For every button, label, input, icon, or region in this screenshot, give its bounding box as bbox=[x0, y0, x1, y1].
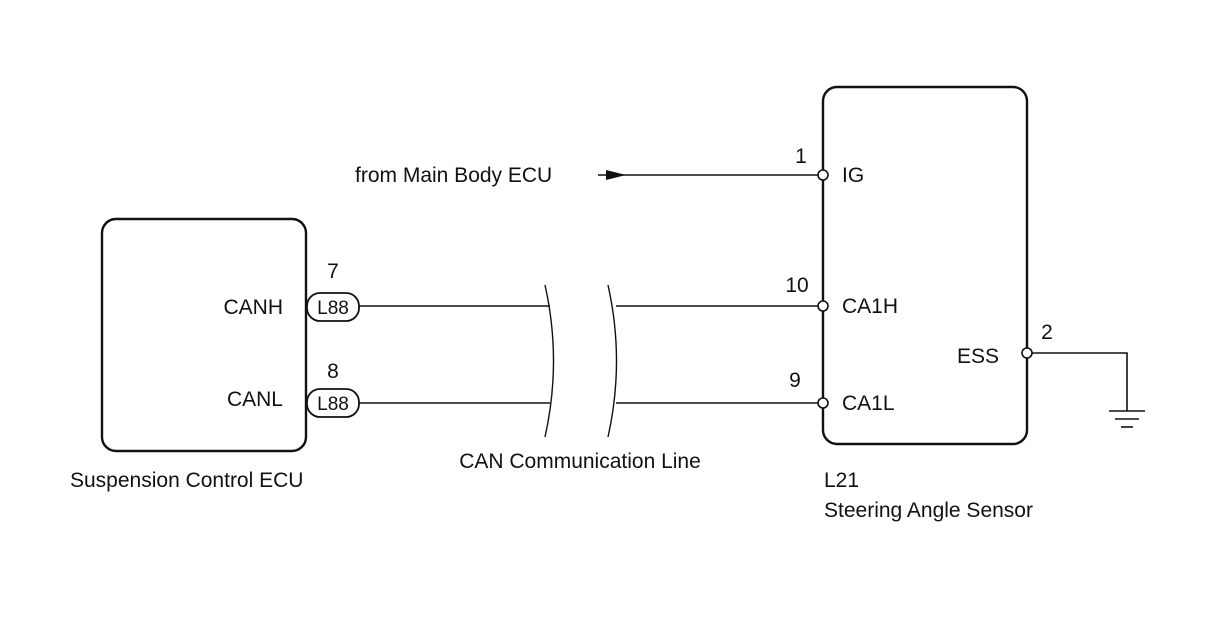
connector-canh bbox=[306, 292, 360, 322]
pin-ess-terminal bbox=[1021, 347, 1033, 359]
pin-ca1l-terminal bbox=[817, 397, 829, 409]
steering-sensor-title: Steering Angle Sensor bbox=[824, 499, 1033, 522]
pin-ig-terminal bbox=[817, 169, 829, 181]
pin-ca1l-name: CA1L bbox=[842, 392, 895, 415]
pin-ca1l-number: 9 bbox=[789, 369, 801, 392]
ground-icon bbox=[1109, 410, 1145, 428]
connector-canh-label: L88 bbox=[317, 298, 349, 319]
suspension-ecu-pin-canh-name: CANH bbox=[223, 296, 283, 319]
pin-ig-name: IG bbox=[842, 164, 864, 187]
break-mark-left bbox=[544, 284, 555, 438]
suspension-ecu-pin-canl-number: 8 bbox=[327, 360, 339, 383]
pin-ig-number: 1 bbox=[795, 145, 807, 168]
pin-ca1h-number: 10 bbox=[785, 274, 808, 297]
suspension-ecu-pin-canl-name: CANL bbox=[227, 388, 283, 411]
steering-sensor-code: L21 bbox=[824, 469, 859, 492]
ess-ground-wire bbox=[1032, 352, 1128, 411]
pin-ca1h-name: CA1H bbox=[842, 295, 898, 318]
suspension-ecu-title: Suspension Control ECU bbox=[70, 469, 303, 492]
connector-canl-label: L88 bbox=[317, 394, 349, 415]
ig-source-label: from Main Body ECU bbox=[355, 164, 552, 187]
pin-ca1h-terminal bbox=[817, 300, 829, 312]
pin-ess-name: ESS bbox=[957, 345, 999, 368]
suspension-ecu-box bbox=[100, 217, 308, 453]
can-line-label: CAN Communication Line bbox=[459, 450, 701, 473]
break-mark-right bbox=[607, 284, 618, 438]
ig-arrow-icon bbox=[606, 170, 626, 180]
steering-sensor-box bbox=[821, 85, 1029, 446]
pin-ess-number: 2 bbox=[1041, 321, 1053, 344]
suspension-ecu-pin-canh-number: 7 bbox=[327, 260, 339, 283]
